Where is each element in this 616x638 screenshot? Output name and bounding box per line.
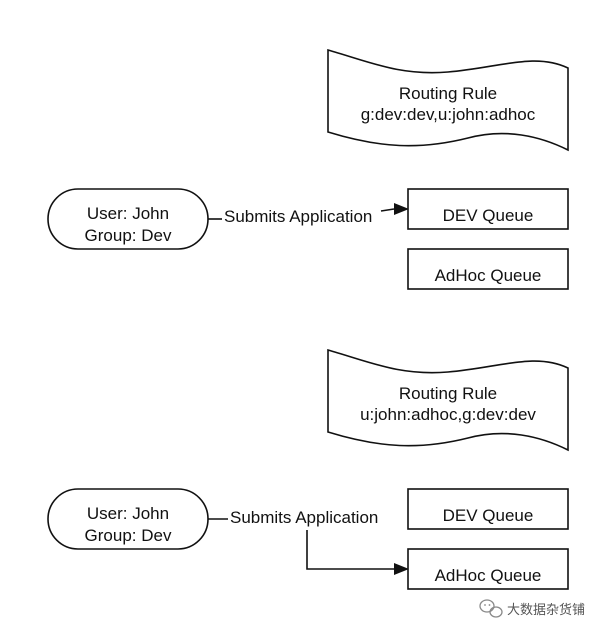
routing-rule-note-2: Routing Rule u:john:adhoc,g:dev:dev	[327, 348, 569, 452]
routing-rule-value-1: g:dev:dev,u:john:adhoc	[361, 105, 536, 124]
adhoc-queue-label-1: AdHoc Queue	[435, 266, 542, 285]
dev-queue-node-1[interactable]: DEV Queue	[407, 188, 569, 230]
user-name-label-2: User: John	[87, 504, 169, 523]
adhoc-queue-node-2[interactable]: AdHoc Queue	[407, 548, 569, 590]
watermark-text: 大数据杂货铺	[507, 602, 585, 618]
routing-rule-title-2: Routing Rule	[399, 384, 497, 403]
diagram-2: Routing Rule u:john:adhoc,g:dev:dev User…	[47, 348, 569, 590]
diagram-1: Routing Rule g:dev:dev,u:john:adhoc User…	[47, 48, 569, 290]
dev-queue-box-1	[407, 188, 569, 230]
edge-label-2: Submits Application	[230, 508, 378, 527]
adhoc-queue-label-2: AdHoc Queue	[435, 566, 542, 585]
routing-rule-note-1: Routing Rule g:dev:dev,u:john:adhoc	[327, 48, 569, 152]
edge-line-2b	[306, 530, 394, 570]
arrow-head-1	[394, 203, 409, 215]
routing-rule-value-2: u:john:adhoc,g:dev:dev	[360, 405, 536, 424]
edge-line-1b	[380, 208, 395, 212]
wechat-icon	[479, 599, 503, 618]
watermark: 大数据杂货铺	[479, 599, 585, 618]
user-name-label-1: User: John	[87, 204, 169, 223]
arrow-head-2	[394, 563, 409, 575]
user-node-1[interactable]: User: John Group: Dev	[47, 188, 209, 250]
adhoc-queue-box-1	[407, 248, 569, 290]
dev-queue-box-2	[407, 488, 569, 530]
adhoc-queue-box-2	[407, 548, 569, 590]
user-node-2[interactable]: User: John Group: Dev	[47, 488, 209, 550]
routing-rule-shape-1	[327, 48, 569, 152]
user-group-label-1: Group: Dev	[85, 226, 172, 245]
adhoc-queue-node-1[interactable]: AdHoc Queue	[407, 248, 569, 290]
dev-queue-node-2[interactable]: DEV Queue	[407, 488, 569, 530]
routing-rule-shape-2	[327, 348, 569, 452]
dev-queue-label-2: DEV Queue	[443, 506, 534, 525]
dev-queue-label-1: DEV Queue	[443, 206, 534, 225]
edge-label-1: Submits Application	[224, 207, 372, 226]
routing-rule-title-1: Routing Rule	[399, 84, 497, 103]
user-group-label-2: Group: Dev	[85, 526, 172, 545]
